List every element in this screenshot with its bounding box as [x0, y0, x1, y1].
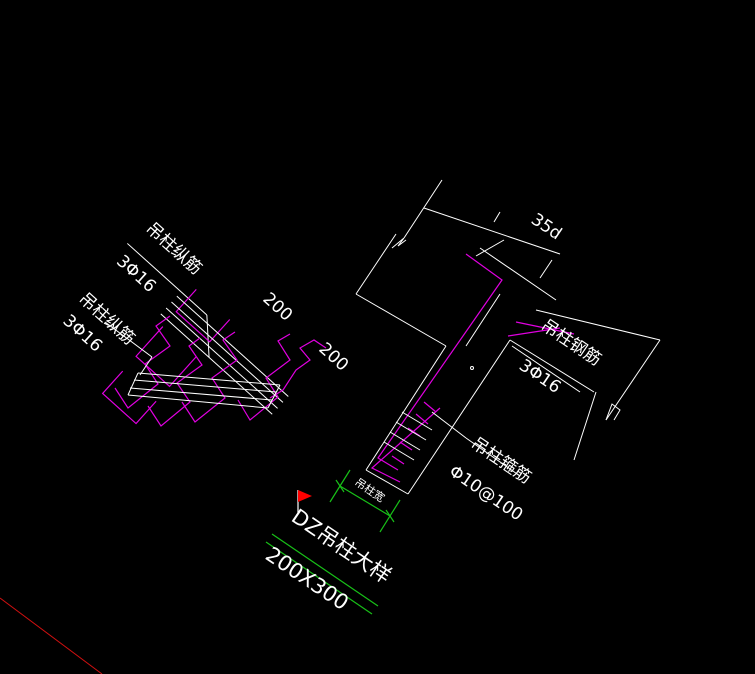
right-dim-anchor-text: 35d — [527, 210, 565, 245]
rebar-hook-3 — [101, 370, 157, 425]
left-label-name: 吊柱纵筋 — [142, 219, 206, 279]
left-dim-top-text: 200 — [259, 289, 296, 326]
title-underline — [265, 533, 379, 615]
left-label-spec: 3Φ16 — [112, 251, 159, 297]
stirrup-line-4 — [160, 313, 273, 415]
right-steel-label-spec: 3Φ16 — [515, 356, 564, 398]
stirrup-line-2 — [171, 301, 284, 403]
rebar-hook-2 — [135, 326, 197, 388]
right-detail — [355, 179, 661, 495]
width-dimension — [329, 469, 401, 533]
stirrup-line-1 — [176, 295, 289, 397]
leader-line-left-diag — [206, 315, 210, 358]
stirrup-line-3 — [165, 307, 278, 409]
rebar-hook-1 — [175, 288, 231, 343]
leader-line-left — [126, 243, 208, 316]
axis-line-red — [0, 597, 103, 674]
red-flag-icon[interactable] — [297, 490, 312, 514]
left-detail-rebars — [104, 315, 327, 427]
left-detail: 吊柱纵筋 3Φ16 — [101, 219, 289, 425]
